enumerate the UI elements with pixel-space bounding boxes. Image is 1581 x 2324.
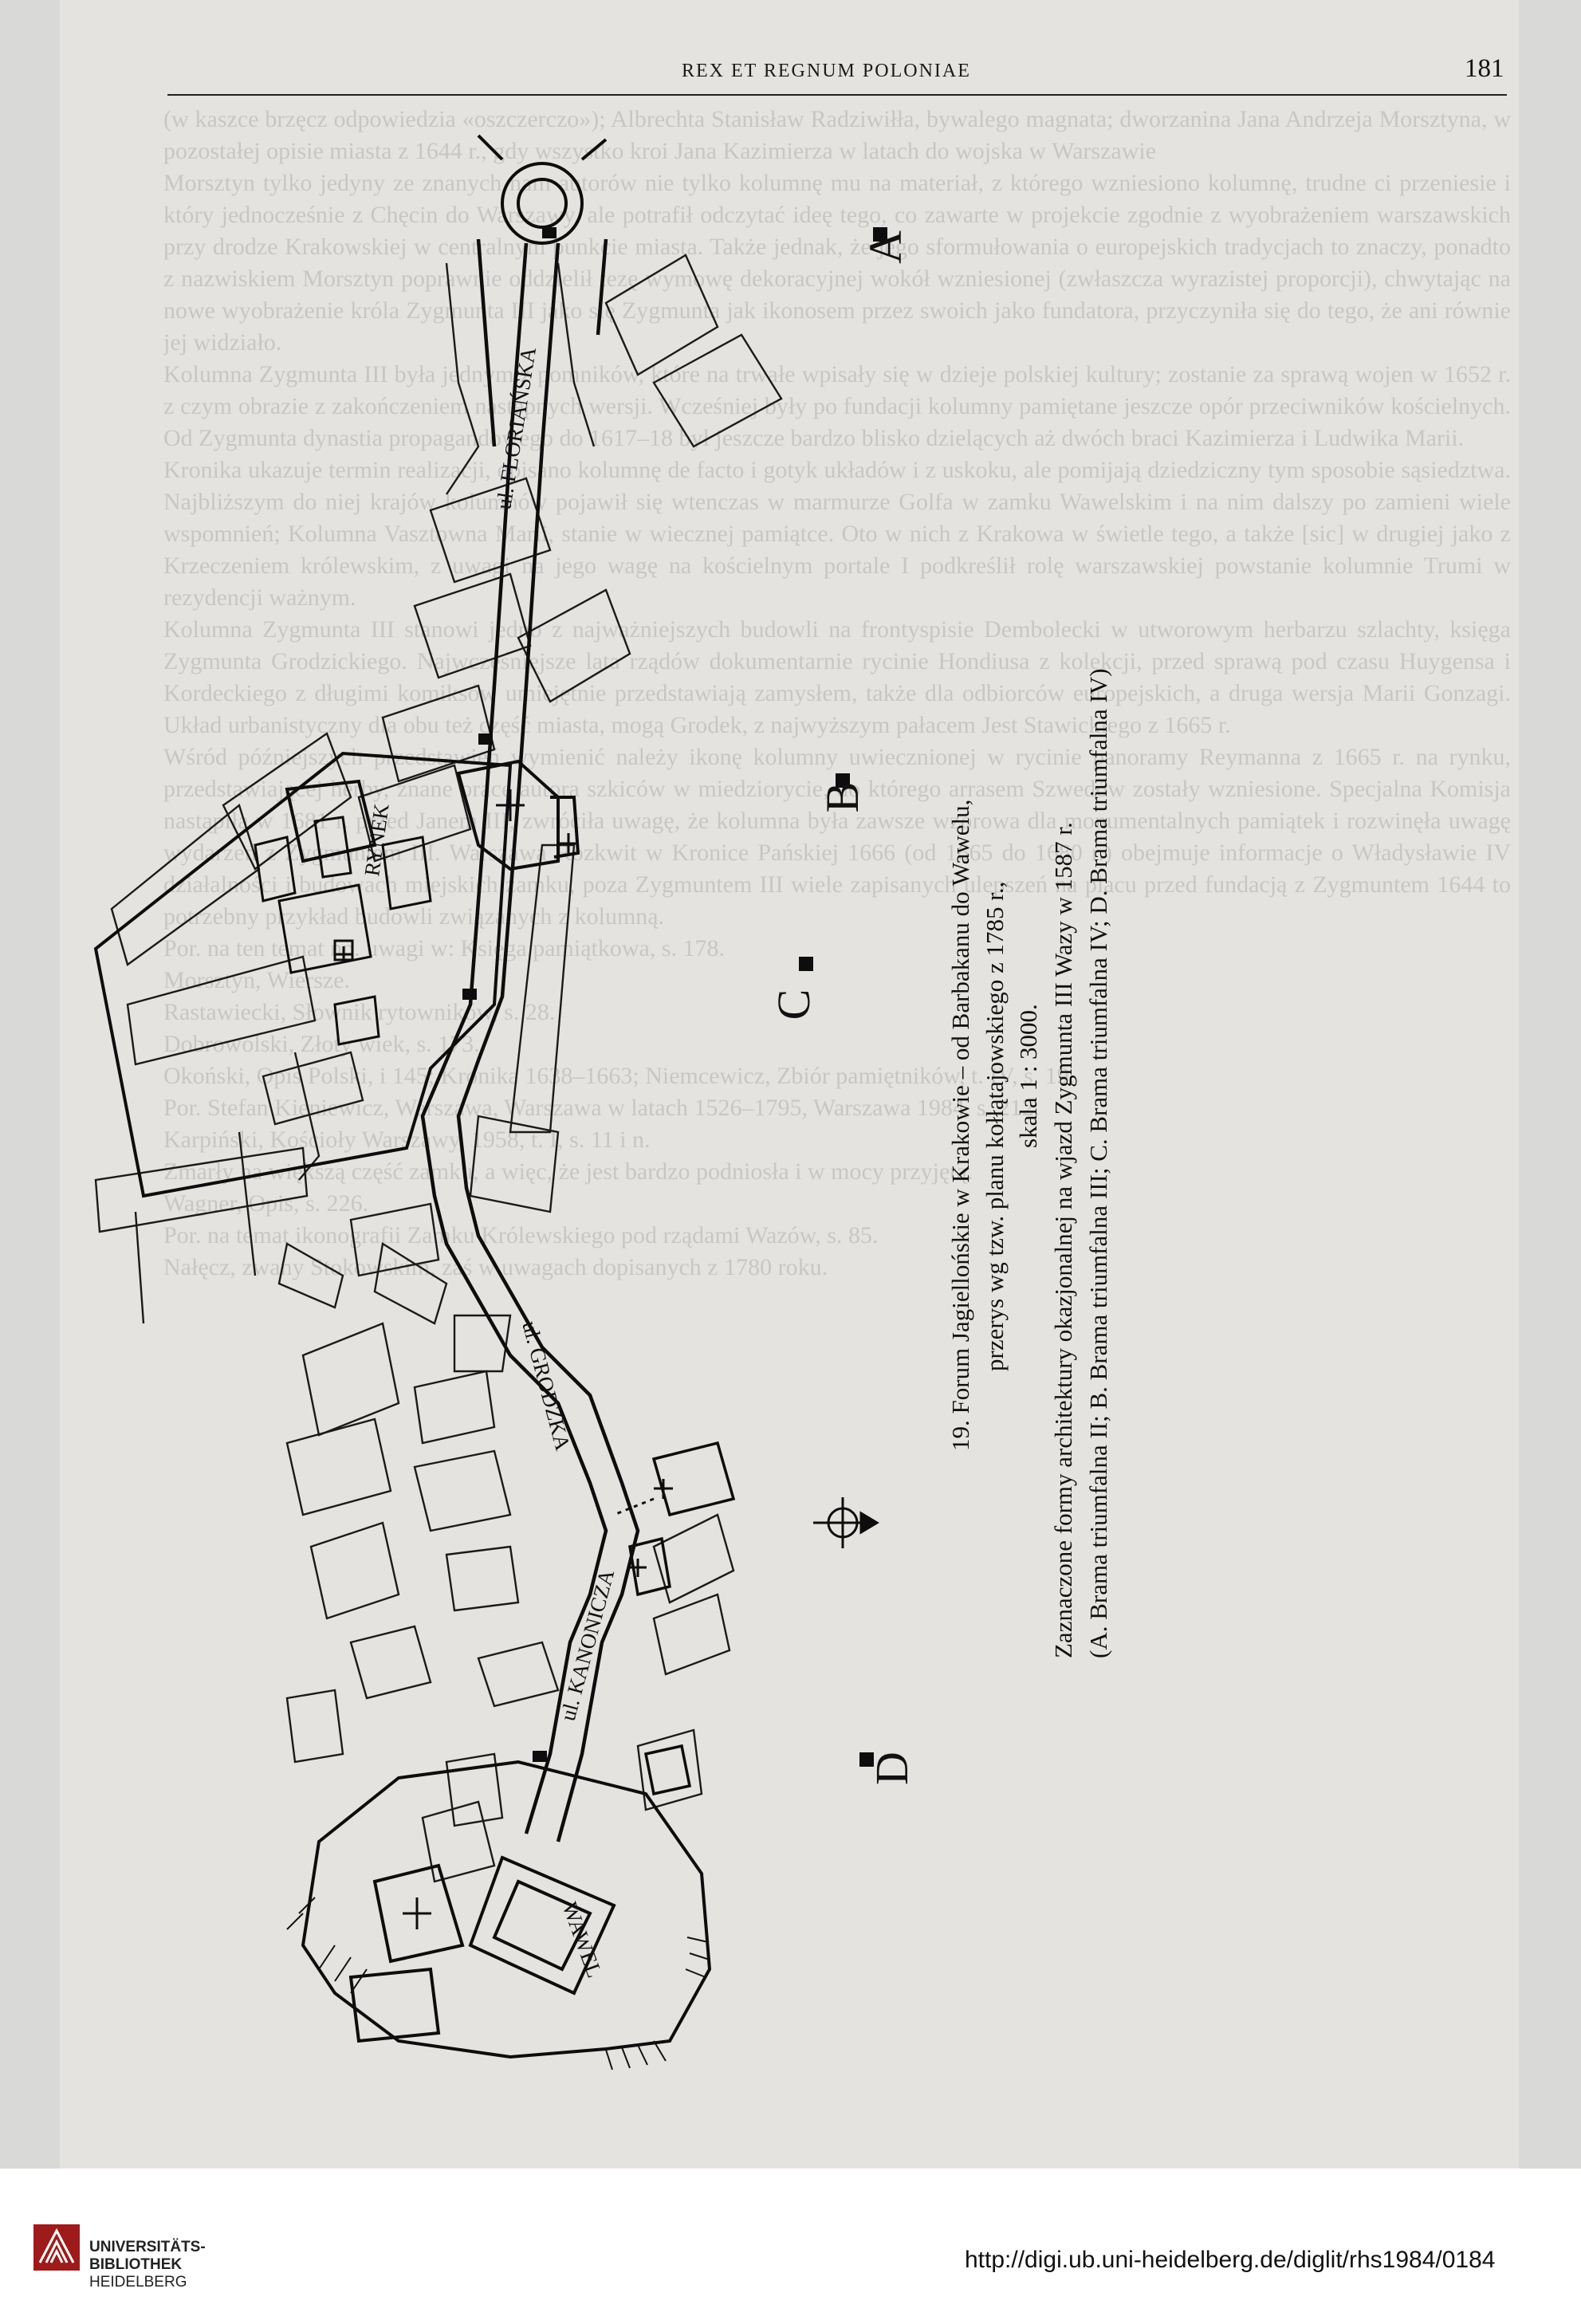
north-arrow-icon	[813, 1497, 879, 1548]
page-number: 181	[1465, 54, 1504, 83]
ghost-footnote: Rastawiecki, Słownik rytowników, s. 28.	[163, 999, 556, 1025]
ghost-paragraph: Kolumna Zygmunta III stanowi jedno z naj…	[163, 616, 1511, 738]
ghost-footnote: Okoński, Opis Polski, i 145; Kronika 163…	[163, 1063, 1076, 1089]
street-label-kanonicza: ul. KANONICZA	[556, 1567, 619, 1724]
city-plan-figure: A B C D ul. FLORIAŃSKA ul. GRODZKA ul. K…	[93, 134, 1112, 2070]
gate-markers	[462, 227, 556, 1762]
book-page: REX ET REGNUM POLONIAE 181 (w kaszce brz…	[60, 0, 1519, 2169]
caption-line: Zaznaczone formy architektury okazjonaln…	[1049, 822, 1077, 1658]
grodzka-cross-marks	[629, 1479, 673, 1577]
caption-line: skala 1 : 3000.	[1014, 1004, 1042, 1148]
church-building	[456, 759, 580, 871]
library-name-line: BIBLIOTHEK	[89, 2256, 183, 2273]
library-name-line: UNIVERSITÄTS-	[89, 2239, 206, 2255]
ghost-footnote: Por. na temat ikonografii Zamku Królewsk…	[163, 1222, 879, 1249]
gate-letter-a: A	[859, 230, 911, 264]
street-label-florianska: ul. FLORIAŃSKA	[491, 345, 541, 511]
grodzka-churches	[628, 1441, 736, 1796]
gate-letter-c: C	[768, 989, 820, 1020]
rampart-hatching	[286, 1897, 710, 2070]
library-name-line: HEIDELBERG	[89, 2274, 187, 2291]
ghost-paragraph: Kolumna Zygmunta III była jednym z pomni…	[163, 361, 1511, 451]
ghost-paragraph: Kronika ukazuje termin realizacji, opisa…	[163, 457, 1511, 611]
area-label-rynek: RYNEK	[360, 802, 394, 878]
document-url-link[interactable]: http://digi.ub.uni-heidelberg.de/diglit/…	[965, 2247, 1496, 2273]
header-rule	[167, 94, 1507, 96]
ghost-paragraph: Morsztyn tylko jedyny ze znanych nam aut…	[163, 170, 1511, 356]
cloth-hall	[254, 816, 432, 1046]
gate-letter-b: B	[816, 782, 868, 813]
street-label-grodzka: ul. GRODZKA	[517, 1319, 575, 1453]
ghost-paragraph: Wśród późniejszych przedstawień wymienić…	[163, 744, 1511, 930]
caption-line: przerys wg tzw. planu kołłątajowskiego z…	[981, 882, 1009, 1371]
building-blocks	[94, 254, 783, 1883]
dotted-path	[613, 1497, 655, 1516]
viewer-footer: UNIVERSITÄTS- BIBLIOTHEK HEIDELBERG http…	[0, 2169, 1581, 2324]
caption-line: 19. Forum Jagiellońskie w Krakowie – od …	[946, 800, 974, 1451]
show-through-text: (w kaszce brzęcz odpowiedzia «oszczerczo…	[163, 104, 1511, 2065]
scanned-sheet: REX ET REGNUM POLONIAE 181 (w kaszce brz…	[0, 0, 1581, 2169]
cathedral-cross-mark	[403, 1897, 431, 1929]
gate-letter-markers: A B C D	[768, 227, 918, 1785]
caption-line: (A. Brama triumfalna II; B. Brama triumf…	[1084, 668, 1112, 1658]
barbakan	[477, 134, 608, 245]
figure-caption: 19. Forum Jagiellońskie w Krakowie – od …	[946, 668, 1112, 1658]
royal-route-walls	[420, 238, 640, 1842]
library-name: UNIVERSITÄTS- BIBLIOTHEK HEIDELBERG	[89, 2239, 206, 2291]
wawel-castle	[301, 1760, 712, 2059]
ghost-paragraph: (w kaszce brzęcz odpowiedzia «oszczerczo…	[163, 106, 1511, 164]
running-title: REX ET REGNUM POLONIAE	[682, 61, 971, 81]
library-seal-icon	[33, 2224, 80, 2271]
ghost-footnote: Por. na ten temat np. uwagi w: Księga pa…	[163, 935, 726, 961]
market-square	[93, 751, 513, 1198]
ghost-footnote: Morsztyn, Wiersze.	[163, 967, 351, 993]
gate-letter-d: D	[866, 1752, 918, 1785]
ghost-footnote: Zmarły na większą część zamku, a więc, ż…	[163, 1158, 973, 1185]
